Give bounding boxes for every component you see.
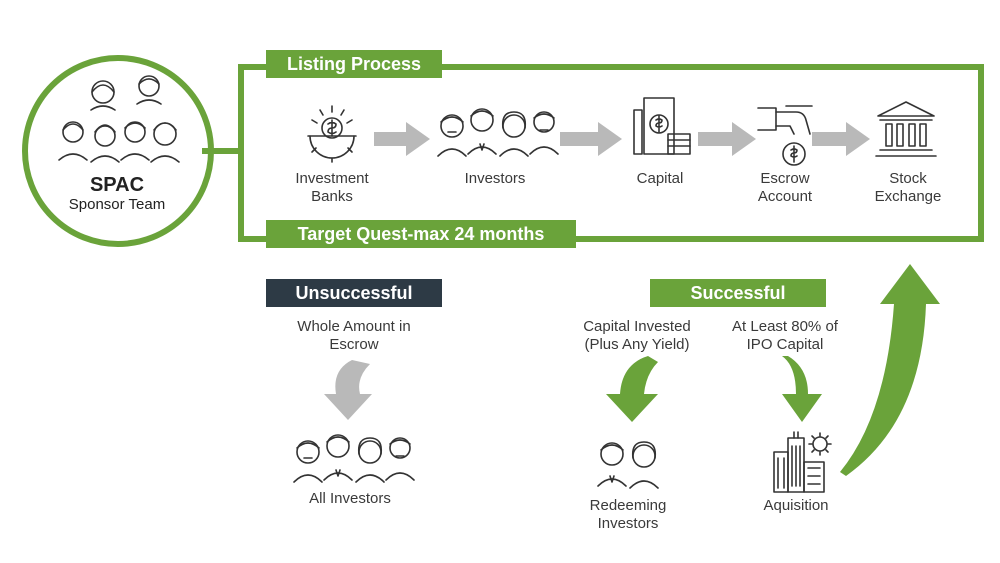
acquisition-buildings-icon: [773, 431, 832, 493]
escrow-hand-icon: [757, 105, 813, 166]
bank-gear-icon: [307, 105, 357, 163]
all-investors-label: All Investors: [309, 490, 391, 507]
sponsor-subtitle: Sponsor Team: [68, 196, 166, 213]
grey-arrow-3: [698, 122, 756, 156]
step-investment-banks-label: Investment Banks: [295, 170, 369, 205]
step-investors-label: Investors: [464, 170, 526, 187]
unsuccessful-header: Unsuccessful: [266, 279, 442, 307]
redeeming-investors-label: Redeeming Investors: [589, 497, 667, 532]
sponsor-title: SPAC: [89, 174, 145, 196]
successful-left-note: Capital Invested (Plus Any Yield): [583, 318, 691, 353]
grey-arrow-1: [374, 122, 430, 156]
acquisition-label: Aquisition: [763, 497, 829, 514]
connector-line: [202, 148, 240, 154]
green-down-arrow-left: [606, 356, 658, 422]
unsuccessful-note: Whole Amount in Escrow: [297, 318, 411, 353]
step-stock-exchange-label: Stock Exchange: [874, 170, 942, 205]
all-investors-icon: [293, 434, 415, 483]
capital-icon: [633, 97, 691, 155]
target-quest-footer: Target Quest-max 24 months: [266, 220, 576, 248]
step-escrow-account-label: Escrow Account: [757, 170, 813, 205]
exchange-building-icon: [875, 101, 937, 157]
investors-group-icon: [437, 108, 559, 157]
sponsor-team-icon: [58, 75, 180, 163]
redeeming-investors-icon: [597, 441, 659, 489]
successful-header: Successful: [650, 279, 826, 307]
green-down-arrow-right: [782, 356, 822, 422]
green-curved-arrow: [840, 264, 940, 476]
listing-process-header: Listing Process: [266, 50, 442, 78]
listing-process-box: [238, 64, 984, 242]
successful-right-note: At Least 80% of IPO Capital: [732, 318, 838, 353]
grey-arrow-2: [560, 122, 622, 156]
grey-down-arrow: [324, 360, 372, 420]
grey-arrow-4: [812, 122, 870, 156]
step-capital-label: Capital: [636, 170, 684, 187]
